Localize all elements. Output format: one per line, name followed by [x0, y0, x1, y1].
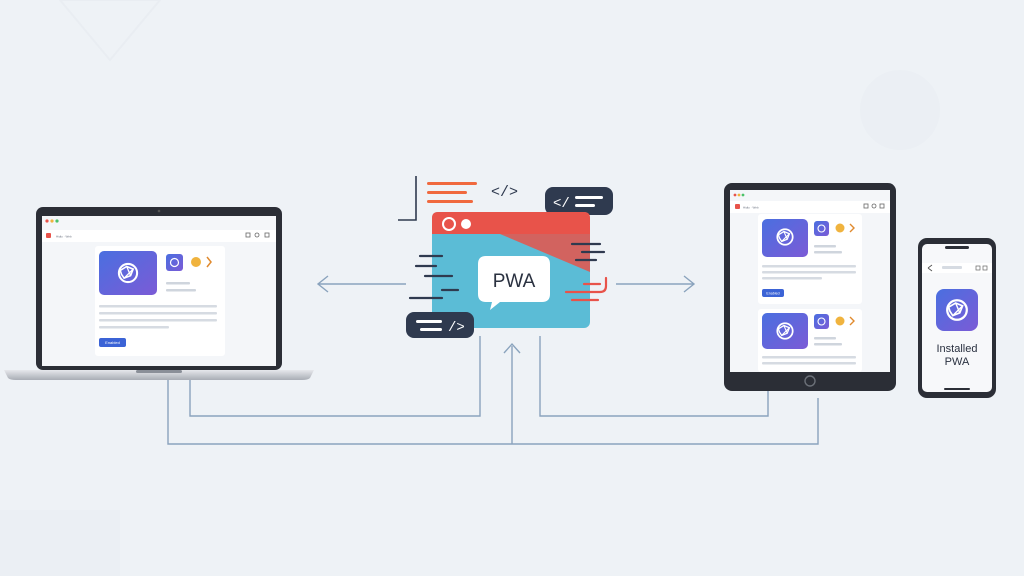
code-lines-decor	[398, 176, 477, 221]
laptop-enabled-button[interactable]	[99, 338, 126, 347]
laptop-browser-chrome: Hidio · Web	[42, 219, 276, 242]
tablet-app-card	[758, 309, 862, 372]
phone-caption-line1: Installed	[937, 343, 978, 355]
speed-lines-right	[570, 242, 606, 262]
laptop-device: Hidio · Web Enabled	[4, 207, 314, 380]
installed-app-icon	[936, 289, 978, 331]
app-icon	[762, 313, 808, 349]
tablet-tab-title: Hidio · Web	[743, 206, 759, 210]
phone-home-indicator	[944, 388, 970, 390]
laptop-app-card: Enabled	[95, 246, 225, 356]
app-small-icon	[166, 254, 183, 271]
laptop-tab-title: Hidio · Web	[56, 235, 72, 239]
arrow-to-tablet	[616, 275, 696, 293]
red-flow-lines	[564, 276, 608, 302]
laptop-enabled-label: Enabled	[105, 340, 120, 345]
svg-text:</: </	[553, 196, 570, 212]
tablet-enabled-button[interactable]	[762, 289, 784, 297]
connector-laptop-hub	[189, 336, 481, 417]
tablet-browser-chrome: Hidio · Web	[730, 193, 890, 213]
arrow-center-up-head	[503, 342, 521, 354]
app-small-icon	[814, 314, 829, 329]
hub-window-titlebar	[432, 212, 590, 234]
app-small-icon	[814, 221, 829, 236]
code-bubble-right: </	[545, 187, 613, 215]
pwa-hub: </> </ PWA	[398, 176, 613, 338]
speed-lines-icon	[408, 254, 460, 300]
connector-lines	[167, 275, 819, 445]
code-bubble-left: />	[406, 312, 474, 338]
tablet-enabled-label: Enabled	[766, 292, 779, 296]
hub-label: PWA	[493, 271, 536, 292]
phone-browser-bar	[922, 263, 992, 273]
app-icon	[99, 251, 157, 295]
connector-outer-laptop	[167, 380, 819, 445]
chat-bubble-icon: PWA	[478, 256, 550, 310]
background-decor	[0, 0, 940, 576]
tablet-app-card: Enabled	[758, 214, 862, 304]
hub-window-dot	[461, 219, 471, 229]
tablet-home-button	[804, 375, 816, 387]
connector-tablet-hub	[539, 336, 769, 417]
tablet-device: Hidio · Web Enabled	[724, 183, 896, 391]
code-tag-icon: </>	[491, 184, 518, 201]
phone-caption-line2: PWA	[945, 356, 970, 368]
svg-text:/>: />	[448, 320, 465, 336]
phone-device: Installed PWA	[918, 238, 996, 398]
hub-window-dot	[442, 217, 456, 231]
arrow-to-laptop	[316, 275, 406, 293]
laptop-base	[4, 370, 314, 380]
